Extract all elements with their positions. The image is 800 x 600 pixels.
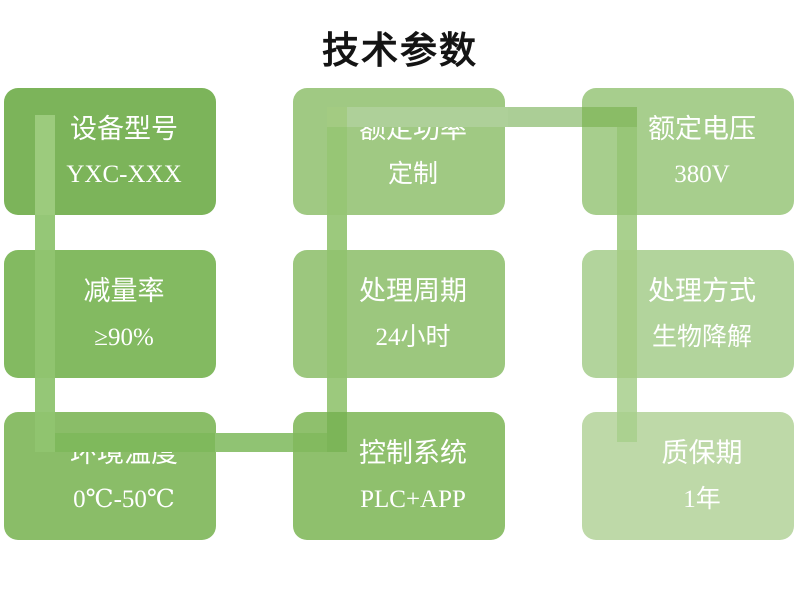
param-label: 处理方式 (648, 276, 756, 307)
param-value: ≥90% (94, 323, 154, 351)
param-value: YXC-XXX (66, 161, 182, 189)
param-card: 处理周期 24小时 (293, 250, 505, 378)
param-card: 质保期 1年 (582, 412, 794, 540)
param-card: 处理方式生物降解 (582, 250, 794, 378)
param-label: 控制系统 (359, 438, 467, 469)
param-label: 额定电压 (648, 113, 756, 144)
param-value: 1年 (683, 485, 721, 513)
param-label: 质保期 (661, 438, 743, 469)
param-value: 0℃-50℃ (73, 485, 175, 513)
param-label: 减量率 (83, 276, 165, 307)
param-card: 设备型号 YXC-XXX (4, 88, 216, 215)
param-value: 定制 (387, 161, 438, 189)
param-card: 额定电压 380V (582, 88, 794, 215)
param-value: 24小时 (375, 323, 451, 351)
param-label: 设备型号 (70, 113, 178, 144)
param-card: 减量率 ≥90% (4, 250, 216, 378)
param-label: 额定功率 (359, 113, 467, 144)
param-label: 处理周期 (359, 276, 467, 307)
param-card: 控制系统 PLC+APP (293, 412, 505, 540)
page-title: 技术参数 (322, 30, 478, 71)
param-card: 额定功率定制 (293, 88, 505, 215)
param-value: 380V (674, 161, 730, 189)
param-card: 环境温度 0℃-50℃ (4, 412, 216, 540)
param-value: 生物降解 (651, 323, 752, 351)
param-value: PLC+APP (360, 485, 466, 513)
param-label: 环境温度 (70, 438, 178, 469)
